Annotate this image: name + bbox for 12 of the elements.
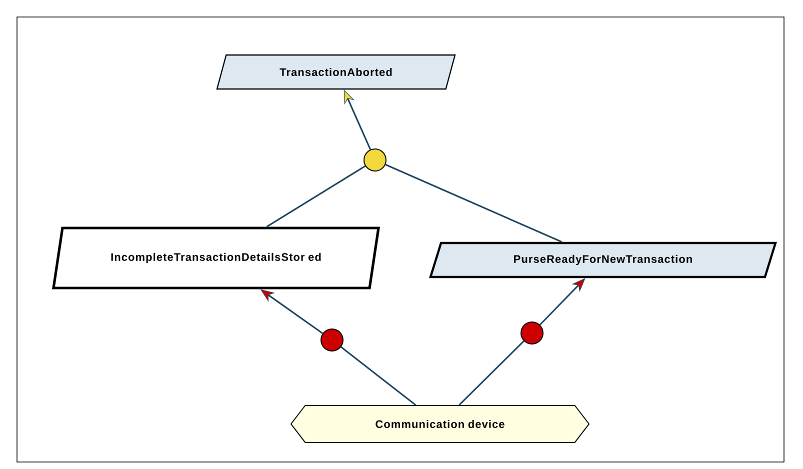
arrow	[539, 278, 586, 326]
connector-line	[385, 164, 562, 243]
refinement-circle	[520, 322, 544, 344]
goal-parallelogram: PurseReadyForNewTransaction	[429, 242, 777, 278]
connector-line	[458, 340, 524, 406]
goal-parallelogram: IncompleteTransactionDetailsStor ed	[52, 226, 380, 290]
refinement-circle	[320, 328, 344, 352]
agent-hexagon: Communication device	[290, 405, 590, 443]
refinement-circle	[364, 148, 386, 172]
goal-parallelogram: TransactionAborted	[216, 54, 456, 90]
connector-line	[266, 165, 366, 228]
connector-line	[340, 346, 416, 406]
